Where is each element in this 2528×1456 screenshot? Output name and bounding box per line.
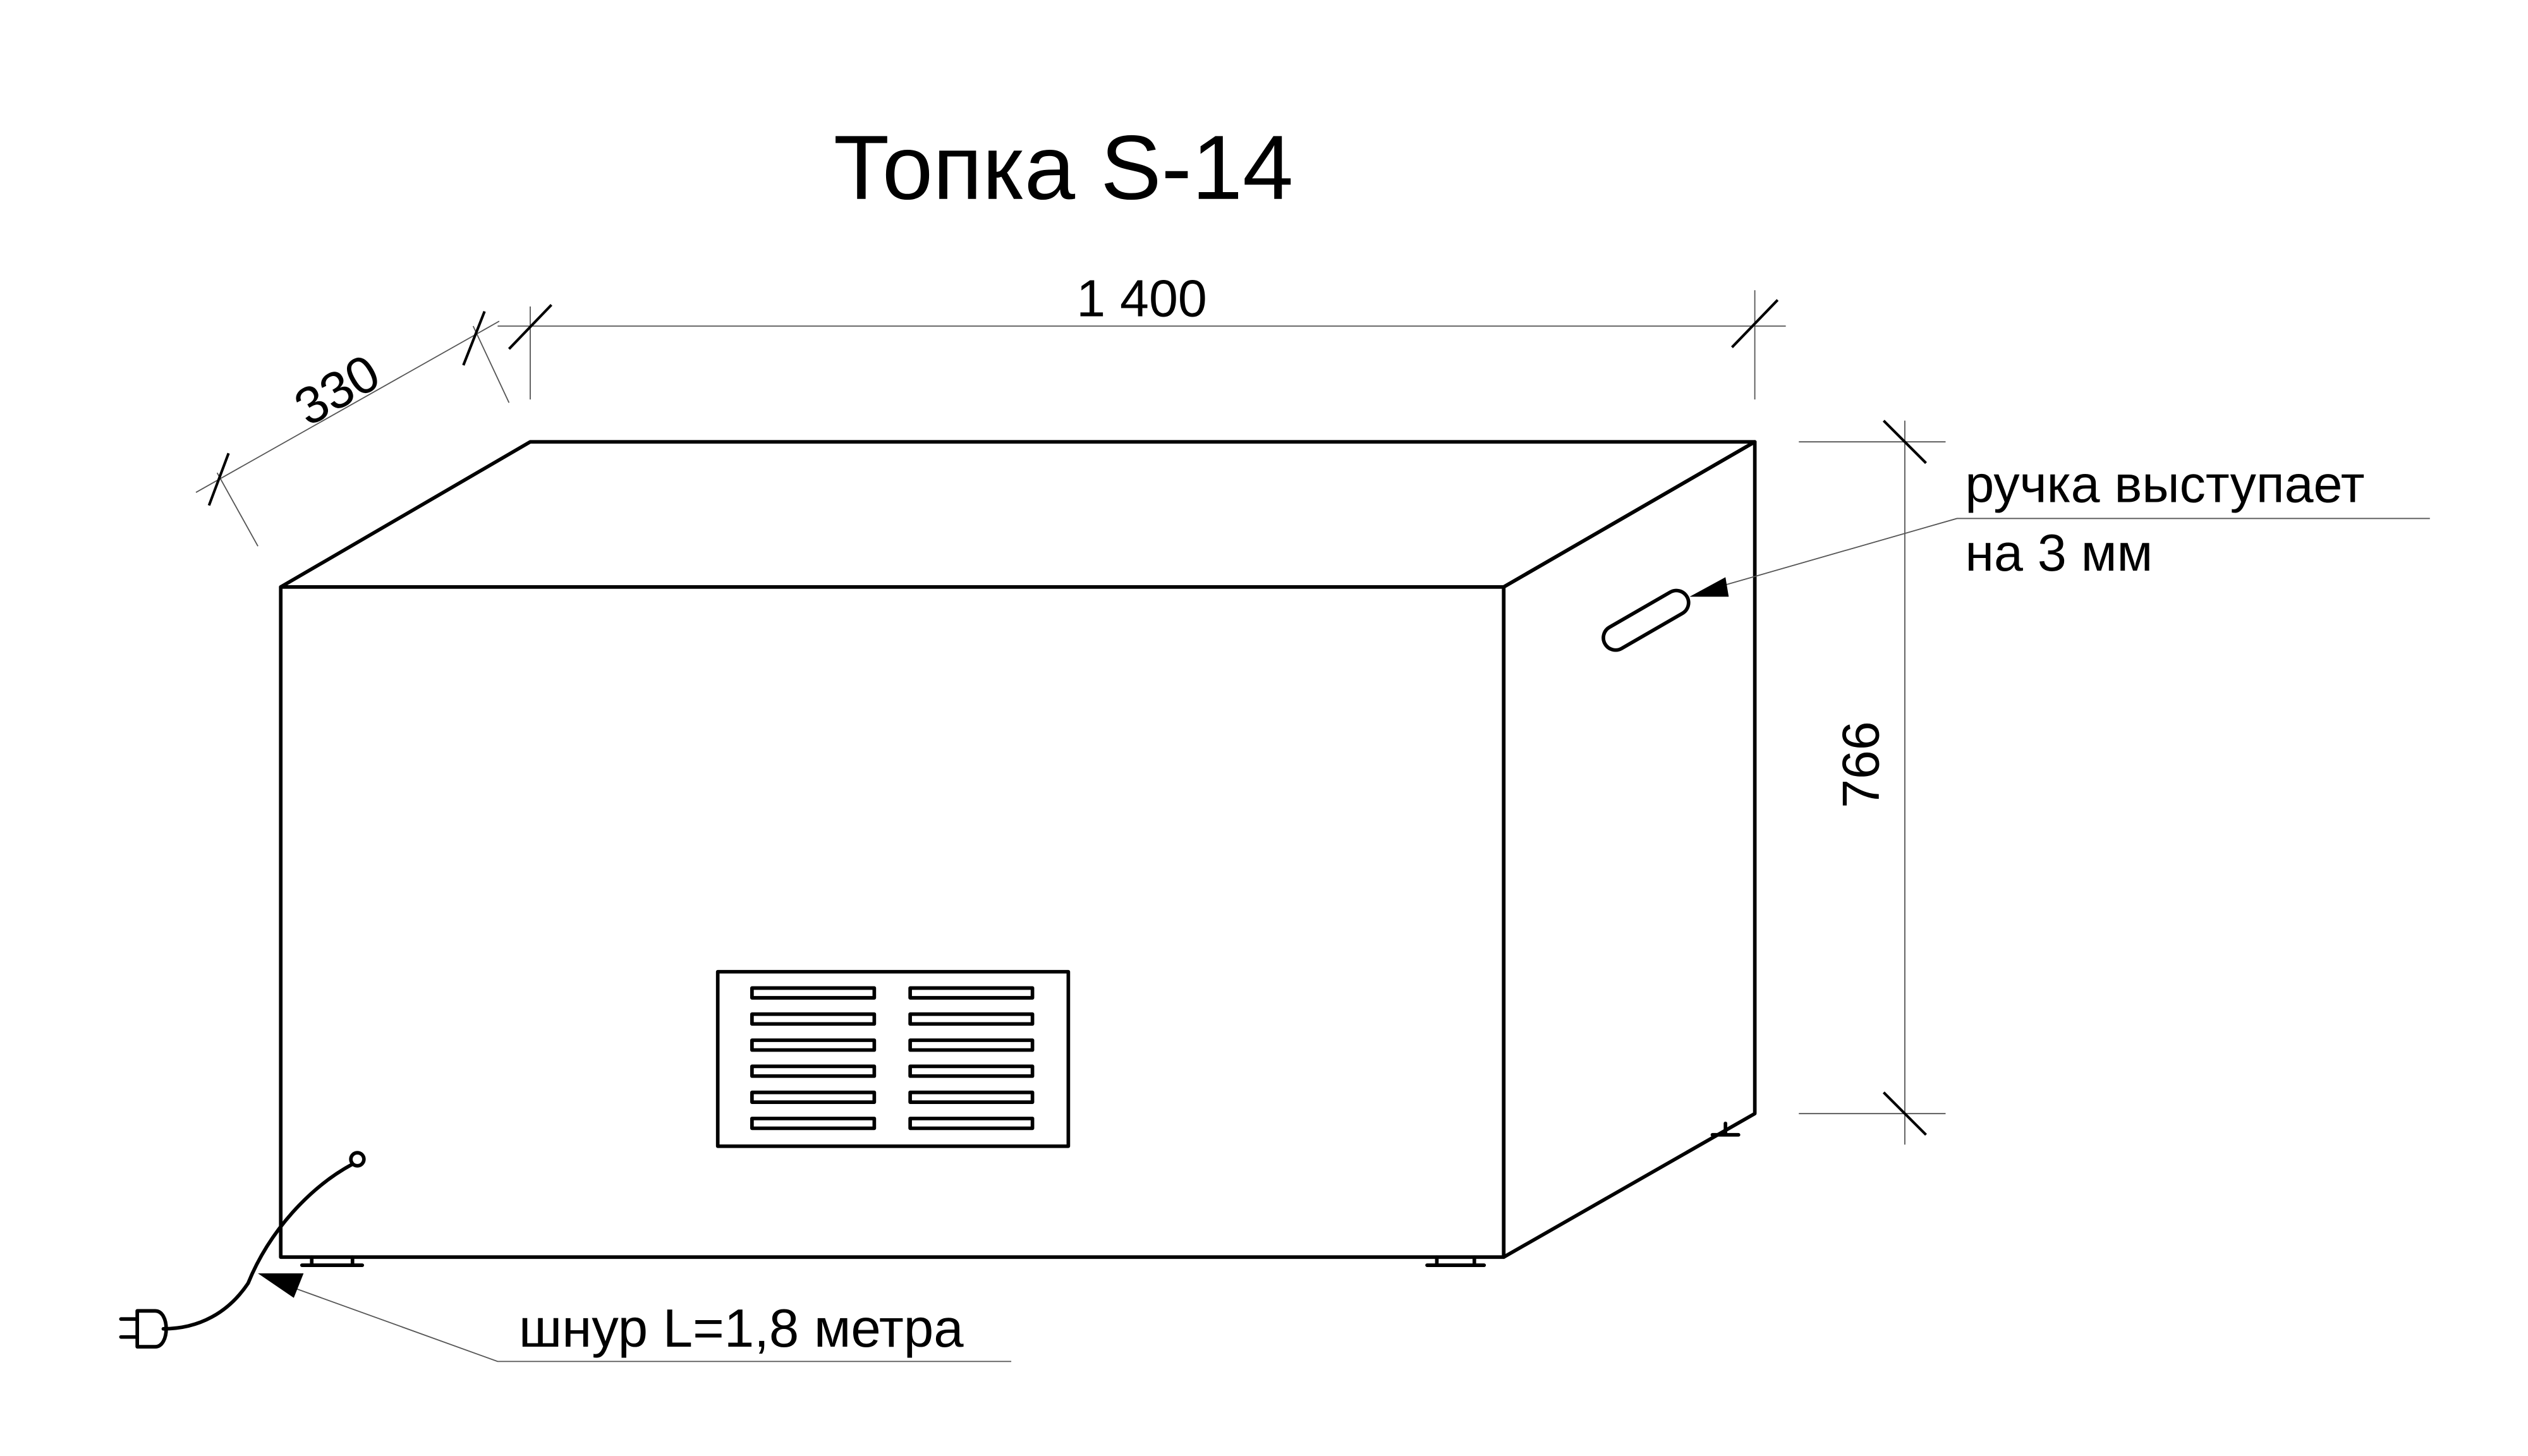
dimension-depth-value: 330	[285, 343, 389, 437]
cord-entry	[349, 1151, 366, 1168]
vent-slot	[750, 986, 877, 1000]
power-plug-icon	[119, 1309, 168, 1349]
furnace-body	[279, 440, 1757, 1259]
vent-slot	[908, 1012, 1035, 1026]
side-face	[1502, 440, 1757, 1259]
vent-slot	[750, 1012, 877, 1026]
power-cord	[119, 1151, 366, 1349]
cord-leader: шнур L=1,8 метра	[258, 1273, 1012, 1362]
handle-label-line1: ручка выступает	[1965, 456, 2364, 514]
foot-front-right	[1425, 1255, 1486, 1267]
handle-label-line2: на 3 мм	[1965, 524, 2153, 582]
vent-slot	[908, 1117, 1035, 1131]
vent-slot	[908, 1038, 1035, 1052]
dimension-height: 766	[1799, 420, 1946, 1145]
vent-grille	[715, 969, 1071, 1148]
dimension-width: 1 400	[497, 270, 1786, 400]
vent-slot	[908, 1090, 1035, 1104]
feet	[300, 1121, 1741, 1267]
dimension-width-value: 1 400	[1076, 270, 1207, 328]
front-face	[279, 585, 1506, 1259]
foot-rear-right	[1710, 1121, 1741, 1137]
foot-front-left	[300, 1255, 365, 1267]
side-handle	[1601, 588, 1691, 652]
vent-slot	[750, 1090, 877, 1104]
drawing-title: Топка S-14	[834, 116, 1294, 219]
vent-slot	[750, 1038, 877, 1052]
vent-slot	[750, 1064, 877, 1078]
dimension-height-value: 766	[1832, 721, 1890, 808]
vent-slot	[908, 1064, 1035, 1078]
handle-leader: ручка выступает на 3 мм	[1689, 456, 2430, 597]
vent-slot	[908, 986, 1035, 1000]
vent-slot	[750, 1117, 877, 1131]
dimension-depth: 330	[195, 311, 510, 547]
cord-label: шнур L=1,8 метра	[519, 1299, 964, 1359]
top-face	[279, 440, 1757, 589]
